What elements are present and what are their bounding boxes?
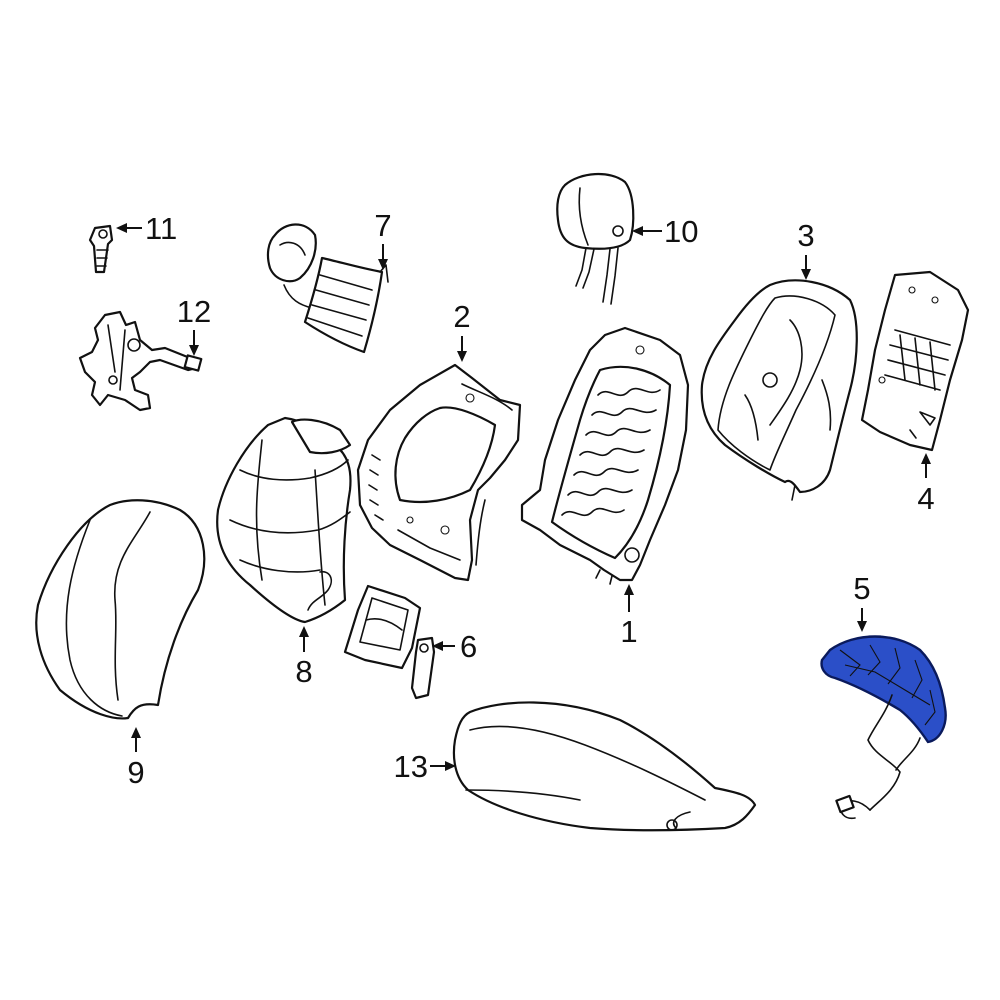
part-6-control-module[interactable] <box>343 584 436 700</box>
callout-11-label: 11 <box>145 211 177 246</box>
callout-1-arrow <box>624 584 634 595</box>
callout-3-arrow <box>801 269 811 280</box>
callout-13-label: 13 <box>394 749 428 784</box>
callout-1-label: 1 <box>620 614 637 649</box>
callout-13-arrow <box>445 761 456 771</box>
callout-5-arrow <box>857 621 867 632</box>
callout-8-label: 8 <box>295 654 312 689</box>
callout-12-label: 12 <box>177 294 211 329</box>
part-1-backrest-frame-springs[interactable] <box>520 326 690 585</box>
callout-7-label: 7 <box>374 208 391 243</box>
part-3-backrest-shell[interactable] <box>700 279 858 501</box>
callout-4-label: 4 <box>917 481 934 516</box>
callout-8-arrow <box>299 626 309 637</box>
part-12-bracket[interactable] <box>78 310 203 412</box>
callout-10-label: 10 <box>664 214 698 249</box>
callout-4-arrow <box>921 453 931 464</box>
callout-9-label: 9 <box>127 755 144 790</box>
callout-6-arrow <box>432 641 443 651</box>
callout-3-label: 3 <box>797 218 814 253</box>
callout-9-arrow <box>131 727 141 738</box>
callout-5-label: 5 <box>853 571 870 606</box>
part-7-lumbar-support[interactable] <box>266 223 389 354</box>
part-13-seat-cushion[interactable] <box>452 701 757 832</box>
callout-12-arrow <box>189 345 199 356</box>
callout-2-label: 2 <box>453 299 470 334</box>
callout-10-arrow <box>632 226 643 236</box>
callout-11-arrow <box>116 223 127 233</box>
part-10-headrest[interactable] <box>556 172 635 305</box>
part-5-heating-element[interactable] <box>820 635 947 820</box>
callout-7-arrow <box>378 259 388 270</box>
callout-2-arrow <box>457 351 467 362</box>
callout-6-label: 6 <box>460 629 477 664</box>
part-4-back-panel[interactable] <box>860 270 970 452</box>
part-9-backrest-cover[interactable] <box>35 499 206 720</box>
part-2-backrest-frame[interactable] <box>356 363 522 582</box>
part-8-backrest-pad[interactable] <box>216 416 352 624</box>
part-11-pin[interactable] <box>88 224 114 274</box>
